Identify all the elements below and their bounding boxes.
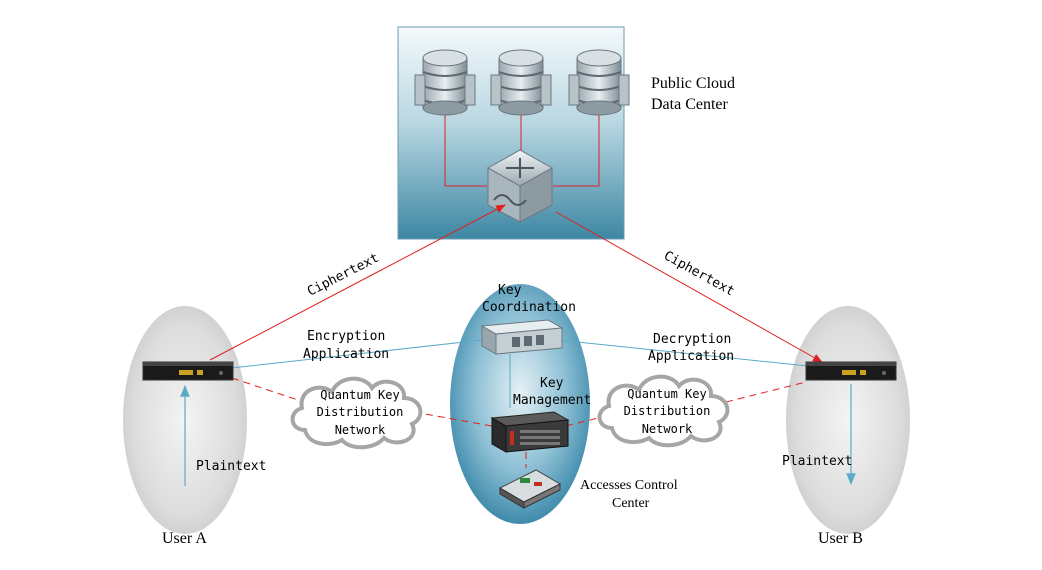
decryption-label-line1: Decryption bbox=[653, 332, 731, 347]
user-a-label: User A bbox=[162, 530, 207, 547]
decryption-label-line2: Application bbox=[648, 349, 734, 364]
cloud-title-line1: Public Cloud bbox=[651, 75, 735, 92]
user-a-device-icon bbox=[142, 361, 234, 381]
key-coordination-line2: Coordination bbox=[482, 300, 576, 315]
access-control-device-icon bbox=[498, 469, 562, 509]
access-control-line1: Accesses Control bbox=[580, 478, 678, 493]
user-b-zone bbox=[786, 306, 910, 534]
encryption-link bbox=[231, 339, 483, 369]
database-icon-3 bbox=[568, 49, 630, 116]
database-icon-1 bbox=[414, 49, 476, 116]
encryption-label-line1: Encryption bbox=[307, 329, 385, 344]
access-control-line2: Center bbox=[612, 496, 650, 511]
user-b-label: User B bbox=[818, 530, 863, 547]
ciphertext-link-right bbox=[555, 211, 823, 363]
database-icon-2 bbox=[490, 49, 552, 116]
qkd-left-line2: Distribution bbox=[317, 405, 404, 419]
ciphertext-label-right: Ciphertext bbox=[661, 248, 737, 299]
decryption-link bbox=[557, 339, 809, 367]
key-coordination-line1: Key bbox=[498, 283, 522, 298]
qkd-right-line1: Quantum Key bbox=[627, 387, 706, 401]
cloud-title-line2: Data Center bbox=[651, 96, 729, 113]
qkd-right-line2: Distribution bbox=[624, 404, 711, 418]
qkd-left-line1: Quantum Key bbox=[320, 388, 399, 402]
user-a-plaintext: Plaintext bbox=[196, 459, 266, 474]
key-management-server-icon bbox=[490, 411, 570, 453]
ciphertext-link-left bbox=[209, 204, 506, 361]
key-management-line1: Key bbox=[540, 376, 564, 391]
qkd-links bbox=[231, 377, 807, 468]
user-b-device-icon bbox=[805, 361, 897, 381]
qkd-right-line3: Network bbox=[642, 422, 693, 436]
ciphertext-label-left: Ciphertext bbox=[305, 251, 382, 300]
qkd-left-line3: Network bbox=[335, 423, 386, 437]
encryption-label-line2: Application bbox=[303, 347, 389, 362]
key-management-line2: Management bbox=[513, 393, 591, 408]
user-b-plaintext: Plaintext bbox=[782, 454, 852, 469]
key-coordination-server-icon bbox=[480, 319, 564, 355]
